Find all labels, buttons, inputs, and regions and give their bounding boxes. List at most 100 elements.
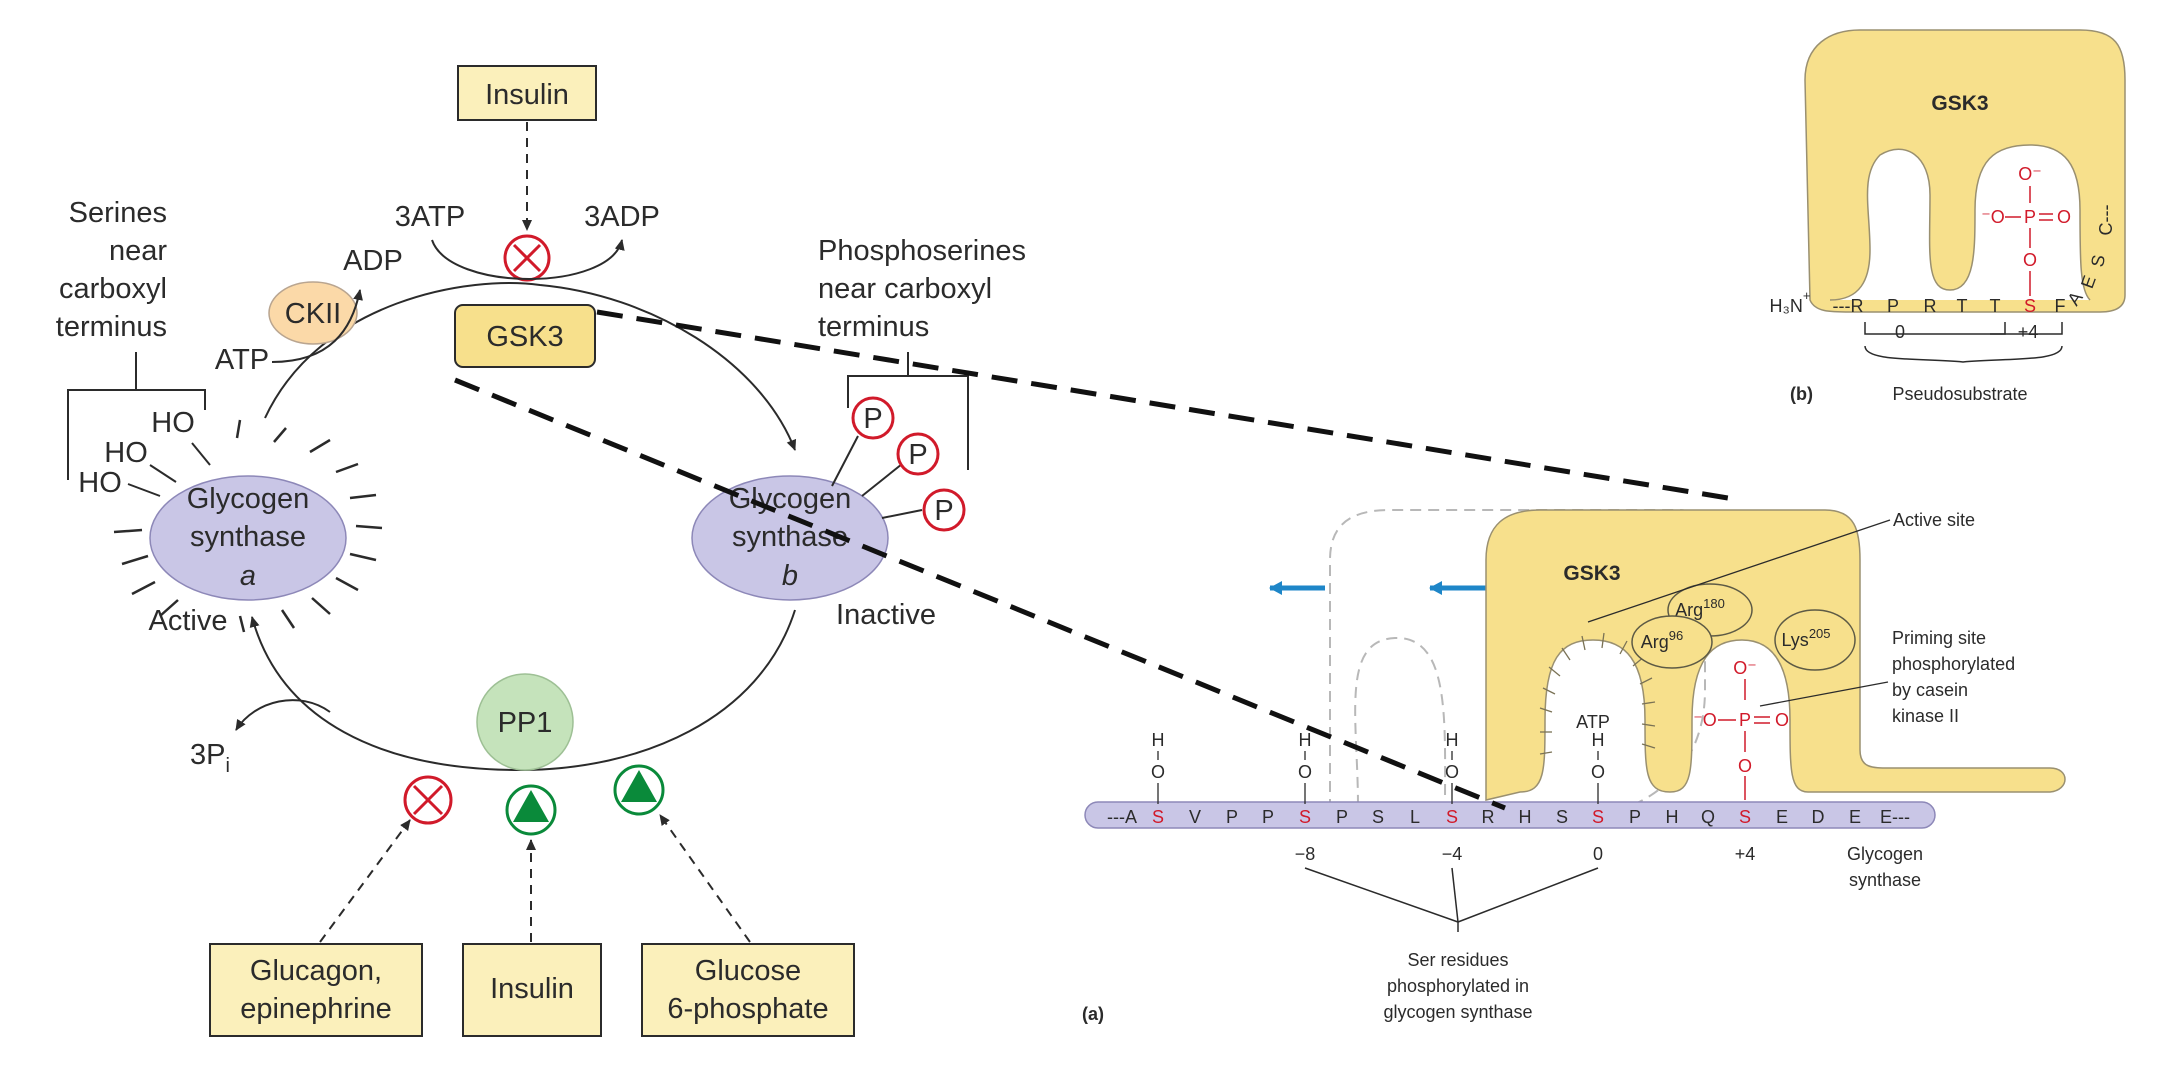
hydroxyl-o-9: O	[1445, 762, 1459, 782]
ho-label-1: HO	[151, 407, 195, 439]
residue-10: R	[1482, 807, 1495, 827]
phosphate-group-3: P	[922, 488, 966, 532]
priming-label-1: Priming site	[1892, 628, 1986, 648]
three-adp-label: 3ADP	[584, 201, 660, 233]
h3n-label: H₃N+	[1770, 288, 1811, 316]
gsk3-label-a: GSK3	[1563, 562, 1620, 585]
lys205-residue	[1774, 609, 1856, 671]
g6p-box	[641, 943, 855, 1037]
ckii-atp-adp-curve	[271, 289, 363, 363]
pseudo-residue-3: T	[1957, 296, 1968, 316]
pseudo-residue-10: C---	[2096, 205, 2116, 236]
svg-text:P: P	[908, 439, 927, 471]
activate-icon-g6p	[613, 764, 665, 816]
arg96-residue	[1631, 615, 1713, 669]
adp-label: ADP	[343, 245, 403, 277]
pseudosubstrate-phosphate: O⁻ ⁻O P O O	[1981, 164, 2071, 296]
residue-9: S	[1446, 807, 1458, 827]
residue-12: S	[1556, 807, 1568, 827]
residue-7: S	[1372, 807, 1384, 827]
gsk3-box	[454, 304, 596, 368]
gsk3-label-b: GSK3	[1931, 92, 1988, 115]
ser-residue-pointers	[1304, 867, 1599, 932]
pos-b-plus4: +4	[2018, 322, 2039, 342]
atp-label: ATP	[215, 344, 269, 376]
pi-release-arrow	[235, 699, 331, 731]
gs-b-line3: b	[782, 560, 798, 592]
gs-b-line2: synthase	[732, 521, 848, 553]
glycogen-synthase-peptide	[1084, 801, 1936, 829]
priming-label-3: by casein	[1892, 680, 1968, 700]
ghost-outline-small	[1354, 636, 1447, 807]
inhibit-icon-top	[503, 234, 551, 282]
svg-text:P: P	[1739, 710, 1751, 730]
residue-11: H	[1519, 807, 1532, 827]
arg96-label: Arg96	[1641, 628, 1683, 652]
pos-0: 0	[1593, 844, 1603, 864]
three-atp-label: 3ATP	[395, 201, 465, 233]
hydroxyl-h-1: H	[1152, 730, 1165, 750]
priming-phosphate: O⁻ ⁻O P O O	[1693, 658, 1789, 800]
priming-label-4: kinase II	[1892, 706, 1959, 726]
pos-plus4: +4	[1735, 844, 1756, 864]
residue-3: P	[1226, 807, 1238, 827]
ser-label-1: Ser residues	[1407, 950, 1508, 970]
ser-label-2: phosphorylated in	[1387, 976, 1529, 996]
ser-label-3: glycogen synthase	[1383, 1002, 1532, 1022]
inhibit-icon-bottom	[403, 775, 453, 825]
svg-text:O⁻: O⁻	[2018, 164, 2042, 184]
svg-text:⁻O: ⁻O	[1693, 710, 1717, 730]
inactive-label: Inactive	[836, 599, 936, 631]
pseudo-residue-4: T	[1990, 296, 2001, 316]
residue-19: D	[1812, 807, 1825, 827]
residue-8: L	[1410, 807, 1420, 827]
pp1-enzyme	[476, 673, 574, 771]
regulation-cycle: Insulin 3ATP 3ADP GSK3 CKII ADP ATP Seri…	[56, 65, 1026, 1037]
serines-label-1: Serines	[69, 197, 167, 229]
glucagon-box	[209, 943, 423, 1037]
pseudo-residue-6: F	[2055, 296, 2066, 316]
phosphate-group-1: P	[851, 396, 895, 440]
insulin-top-label: Insulin	[485, 79, 569, 111]
svg-text:⁻O: ⁻O	[1981, 207, 2005, 227]
g6p-line1: Glucose	[695, 955, 801, 987]
hydroxyl-h-9: H	[1446, 730, 1459, 750]
phosphoserines-label-1: Phosphoserines	[818, 235, 1026, 267]
glucagon-line2: epinephrine	[240, 993, 392, 1025]
residue-5: S	[1299, 807, 1311, 827]
activity-rays	[113, 419, 383, 633]
three-pi-label: 3Pi	[190, 739, 230, 777]
gsk3-body-a	[1485, 509, 2066, 801]
pos-minus8: −8	[1295, 844, 1316, 864]
active-site-label: Active site	[1893, 510, 1975, 530]
residue-6: P	[1336, 807, 1348, 827]
svg-text:P: P	[863, 403, 882, 435]
residue-18: E	[1776, 807, 1788, 827]
gs-a-line2: synthase	[190, 521, 306, 553]
pos-bracket-b-1	[1864, 322, 2006, 335]
pos-b-0: 0	[1895, 322, 1905, 342]
phosphoserines-label-2: near carboxyl	[818, 273, 992, 305]
gs-a-line3: a	[240, 560, 256, 592]
insulin-top-box	[457, 65, 597, 121]
pos-minus4: −4	[1442, 844, 1463, 864]
residue-2: V	[1189, 807, 1201, 827]
serines-label-4: terminus	[56, 311, 167, 343]
pseudosubstrate-label: Pseudosubstrate	[1892, 384, 2027, 404]
hydroxyl-o-13: O	[1591, 762, 1605, 782]
pos-bracket-b-2	[1990, 322, 2063, 335]
hydroxyl-o-1: O	[1151, 762, 1165, 782]
phosphoserines-bracket	[847, 352, 969, 470]
g6p-line2: 6-phosphate	[667, 993, 828, 1025]
residue-4: P	[1262, 807, 1274, 827]
phosphoserines-label-3: terminus	[818, 311, 929, 343]
hydroxyl-h-5: H	[1299, 730, 1312, 750]
panel-a-label: (a)	[1082, 1004, 1104, 1024]
active-site-pointer	[1587, 519, 1891, 623]
priming-label-2: phosphorylated	[1892, 654, 2015, 674]
